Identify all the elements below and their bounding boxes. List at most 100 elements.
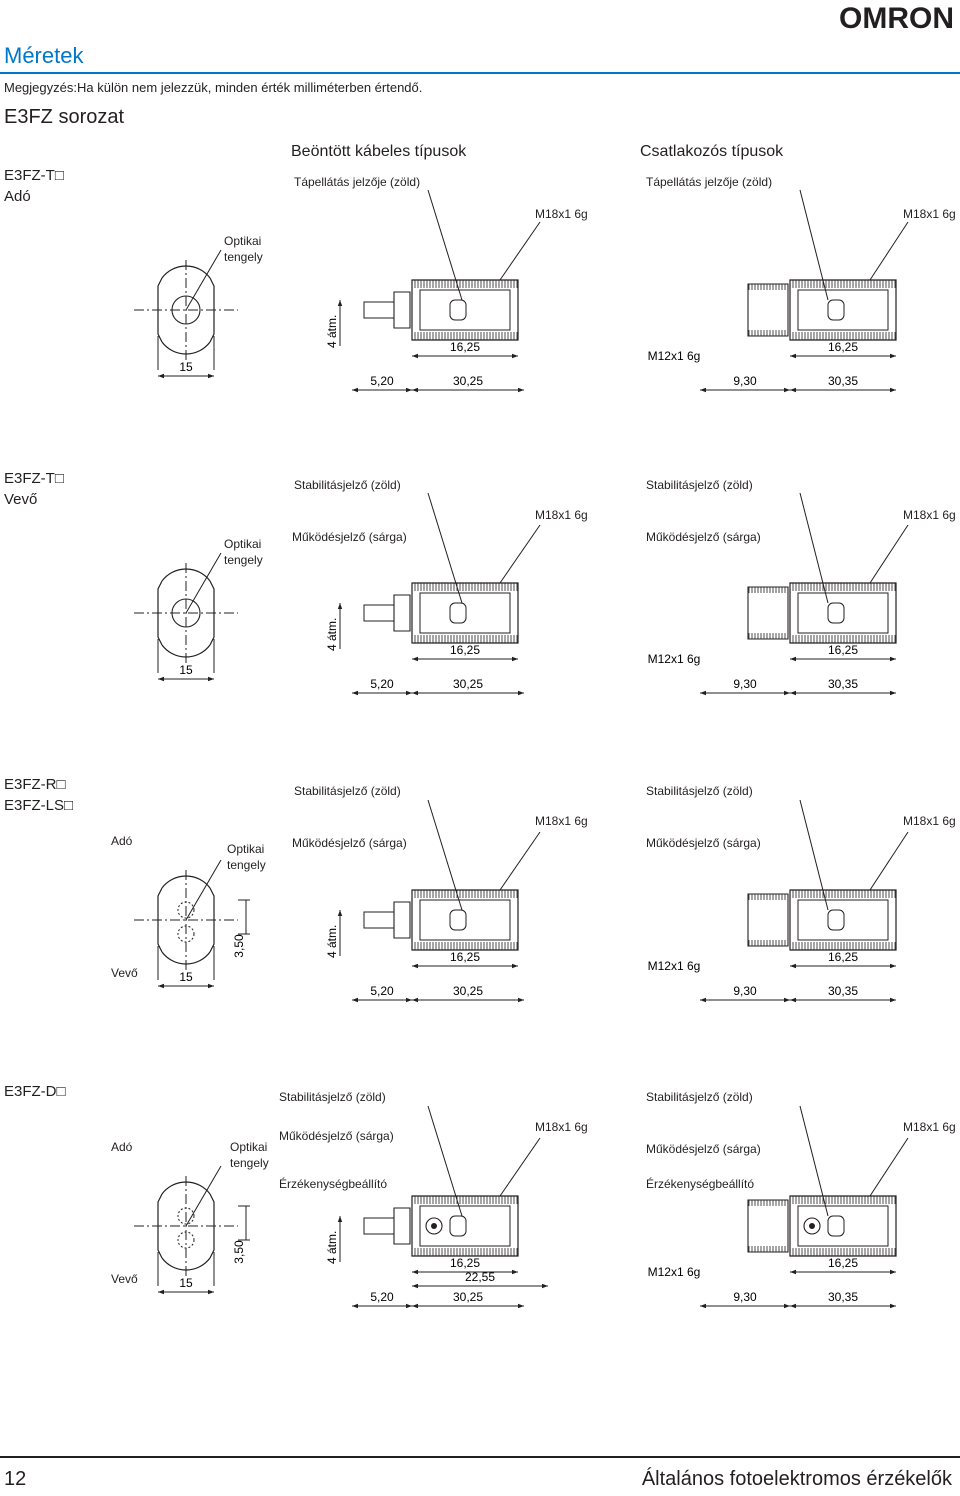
leader-line bbox=[186, 553, 221, 613]
sensitivity-knob bbox=[804, 1218, 820, 1234]
dimension-30-35: 30,35 bbox=[828, 1290, 858, 1304]
s4-sensitivity-label: Érzékenységbeállító bbox=[279, 1177, 388, 1191]
cable-gland bbox=[394, 292, 410, 328]
side-view bbox=[364, 890, 518, 950]
sensor-core bbox=[798, 290, 888, 330]
dimension-arrow bbox=[412, 1269, 418, 1275]
side-view bbox=[364, 583, 518, 643]
s4-receiver-label: Vevő bbox=[111, 1272, 138, 1286]
connector bbox=[748, 587, 788, 639]
dimension-30-35: 30,35 bbox=[828, 984, 858, 998]
dimension-arrow bbox=[337, 910, 343, 916]
s4c-sensitivity-label: Érzékenységbeállító bbox=[646, 1177, 755, 1191]
side-view bbox=[748, 583, 896, 643]
s2-operation-label: Működésjelző (sárga) bbox=[292, 530, 407, 544]
leader-line bbox=[870, 1138, 908, 1196]
dimension-arrow bbox=[790, 690, 796, 696]
dimension-arrow bbox=[518, 997, 524, 1003]
page-title: Méretek bbox=[4, 43, 84, 68]
dimension-5-20: 5,20 bbox=[370, 677, 394, 691]
dimension-arrow bbox=[512, 1269, 518, 1275]
s3-operation-label: Működésjelző (sárga) bbox=[292, 836, 407, 850]
indicator-window bbox=[828, 300, 844, 320]
dimension-30-35: 30,35 bbox=[828, 374, 858, 388]
sensor-body bbox=[790, 1196, 896, 1256]
sensor-body bbox=[790, 890, 896, 950]
s2c-thread-label: M18x1 6g bbox=[903, 508, 956, 522]
dimension-16-25: 16,25 bbox=[828, 643, 858, 657]
front-view bbox=[134, 553, 238, 673]
dimension-16-25: 16,25 bbox=[450, 950, 480, 964]
leader-line bbox=[428, 190, 462, 300]
s3c-thread-label: M18x1 6g bbox=[903, 814, 956, 828]
s4c-stability-label: Stabilitásjelző (zöld) bbox=[646, 1090, 753, 1104]
dimension-arrow bbox=[208, 373, 214, 379]
dimension-arrow bbox=[784, 997, 790, 1003]
s4-optical-axis-1: Optikai bbox=[230, 1140, 268, 1154]
dimension-16-25: 16,25 bbox=[450, 643, 480, 657]
s4c-thread-label: M18x1 6g bbox=[903, 1120, 956, 1134]
dimension-arrow bbox=[890, 656, 896, 662]
front-view bbox=[134, 250, 238, 370]
dimension-arrow bbox=[890, 387, 896, 393]
sensitivity-knob bbox=[426, 1218, 442, 1234]
dimension-16-25: 16,25 bbox=[828, 340, 858, 354]
dimension-arrow bbox=[158, 373, 164, 379]
dimension-15: 15 bbox=[179, 970, 193, 984]
section-2-role: Vevő bbox=[4, 491, 38, 508]
dimension-30-25: 30,25 bbox=[453, 984, 483, 998]
leader-line bbox=[428, 1106, 462, 1216]
indicator-window bbox=[828, 603, 844, 623]
sensitivity-knob-center bbox=[809, 1223, 815, 1229]
sensor-body bbox=[412, 1196, 518, 1256]
sensor-core bbox=[798, 900, 888, 940]
chapter-title: Általános fotoelektromos érzékelők bbox=[641, 1468, 952, 1490]
dimension-arrow bbox=[700, 387, 706, 393]
indicator-window bbox=[450, 603, 466, 623]
s3-optical-axis-1: Optikai bbox=[227, 842, 265, 856]
dimension-arrow bbox=[158, 1289, 164, 1295]
dimension-arrow bbox=[158, 676, 164, 682]
dimension-arrow bbox=[412, 656, 418, 662]
s1-power-led-label: Tápellátás jelzője (zöld) bbox=[294, 175, 421, 189]
dimension-arrow bbox=[337, 300, 343, 306]
indicator-window bbox=[828, 1216, 844, 1236]
dimension-arrow bbox=[790, 963, 796, 969]
s3-receiver-label: Vevő bbox=[111, 966, 138, 980]
dimension-arrow bbox=[890, 1269, 896, 1275]
dimension-arrow bbox=[512, 963, 518, 969]
sensor-core bbox=[420, 900, 510, 940]
dimension-arrow bbox=[412, 353, 418, 359]
s1-optical-axis-2: tengely bbox=[224, 250, 263, 264]
dimension-arrow bbox=[790, 997, 796, 1003]
dimension-30-25: 30,25 bbox=[453, 374, 483, 388]
dimension-16-25: 16,25 bbox=[450, 1256, 480, 1270]
dimension-arrow bbox=[412, 1303, 418, 1309]
dimension-arrow bbox=[890, 353, 896, 359]
s2-optical-axis-2: tengely bbox=[224, 553, 263, 567]
connector bbox=[748, 284, 788, 336]
side-view bbox=[364, 1196, 518, 1256]
s4-optical-axis-2: tengely bbox=[230, 1156, 269, 1170]
dimension-arrow bbox=[208, 1289, 214, 1295]
dimension-arrow bbox=[784, 690, 790, 696]
s2c-stability-label: Stabilitásjelző (zöld) bbox=[646, 478, 753, 492]
dimension-3-50: 3,50 bbox=[232, 934, 246, 958]
side-view bbox=[748, 1196, 896, 1256]
sensor-body bbox=[790, 583, 896, 643]
dimension-5-20: 5,20 bbox=[370, 374, 394, 388]
dimension-arrow bbox=[518, 387, 524, 393]
diameter-label: 4 átm. bbox=[325, 315, 339, 348]
s3-thread-label: M18x1 6g bbox=[535, 814, 588, 828]
s1c-thread-label: M18x1 6g bbox=[903, 207, 956, 221]
leader-line bbox=[800, 493, 828, 603]
leader-line bbox=[428, 493, 462, 603]
leader-line bbox=[870, 832, 908, 890]
diameter-label: 4 átm. bbox=[325, 925, 339, 958]
dimension-arrow bbox=[890, 997, 896, 1003]
dimension-9-30: 9,30 bbox=[733, 374, 757, 388]
leader-line bbox=[800, 800, 828, 910]
dimension-arrow bbox=[412, 690, 418, 696]
